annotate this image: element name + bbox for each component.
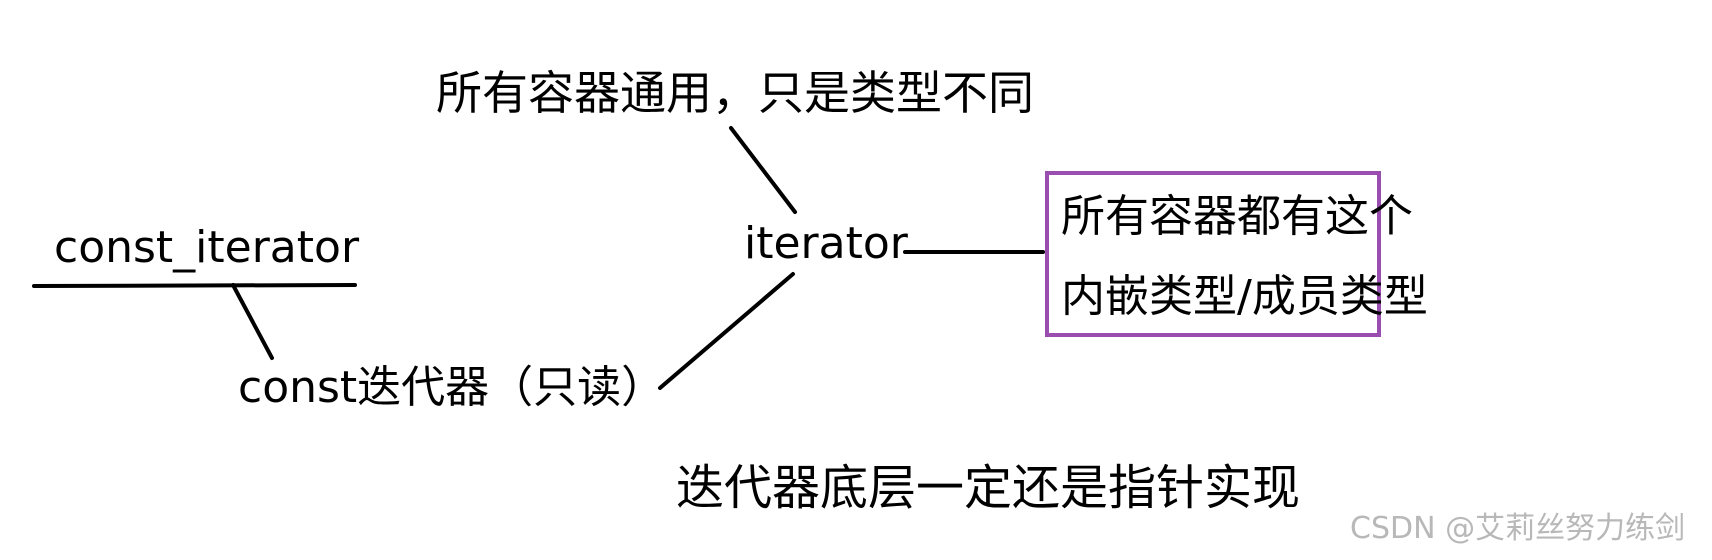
const-iterator-label: const_iterator: [54, 222, 360, 273]
nested-type-box-line-2: 内嵌类型/成员类型: [1061, 271, 1428, 322]
connector-iterator-to-const: [658, 272, 795, 390]
iterator-label: iterator: [744, 218, 908, 269]
nested-type-box-line-1: 所有容器都有这个: [1061, 191, 1413, 242]
watermark: CSDN @艾莉丝努力练剑: [1350, 511, 1686, 546]
nested-type-box: 所有容器都有这个 内嵌类型/成员类型: [1045, 171, 1428, 337]
connector-const-iterator-to-readonly: [231, 283, 274, 360]
common-note-label: 所有容器通用，只是类型不同: [436, 66, 1034, 120]
connector-note-to-iterator: [729, 126, 797, 214]
const-readonly-label: const迭代器（只读）: [238, 362, 666, 413]
pointer-implementation-note: 迭代器底层一定还是指针实现: [676, 460, 1301, 516]
const-iterator-underline: [32, 283, 357, 288]
